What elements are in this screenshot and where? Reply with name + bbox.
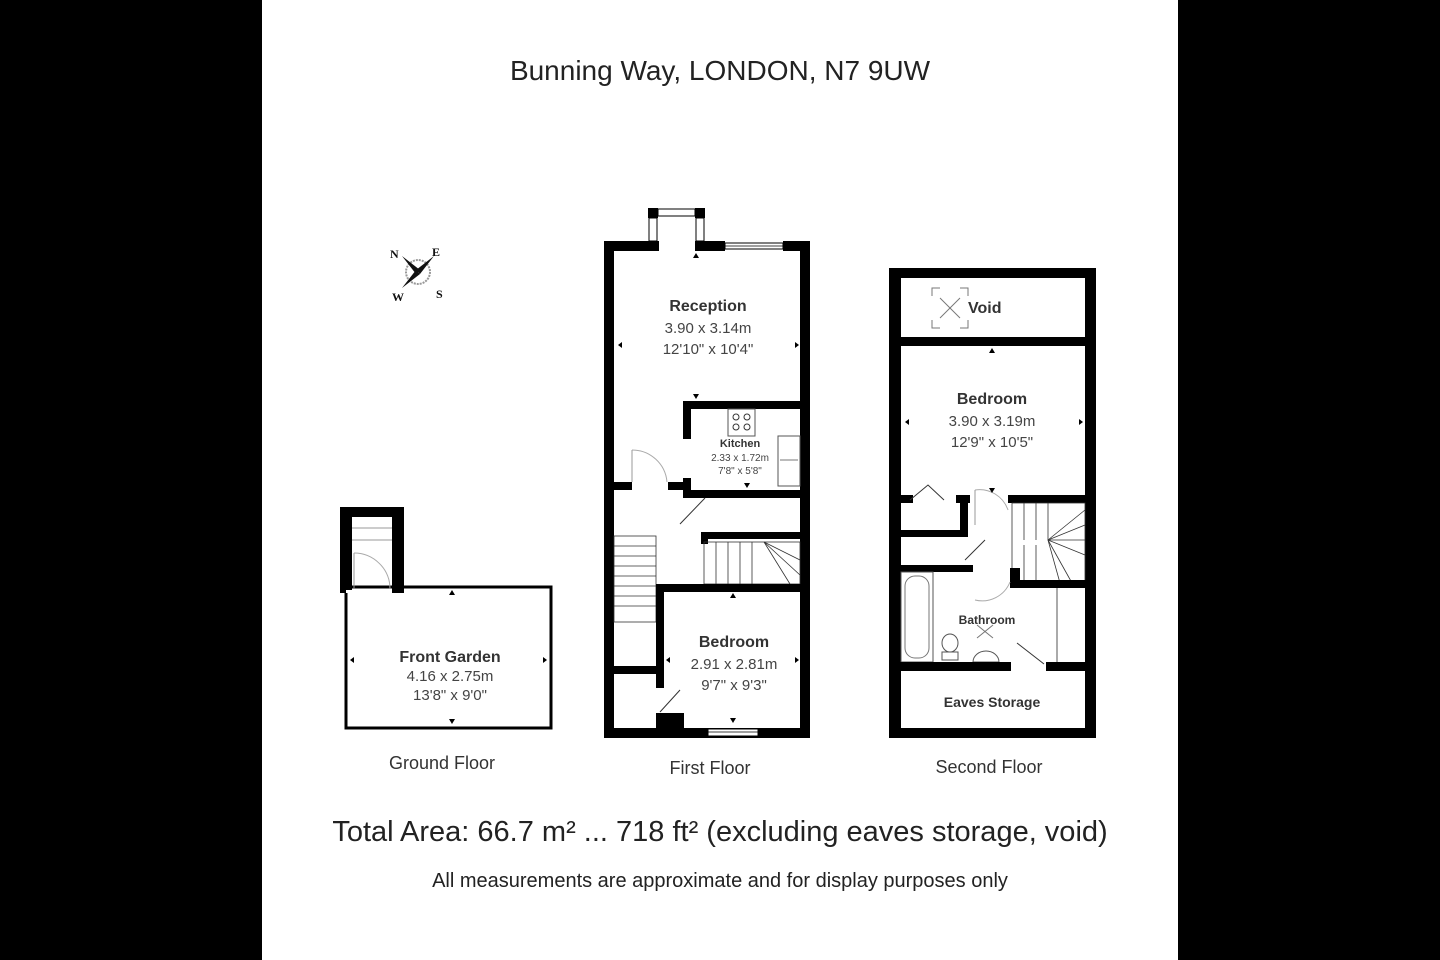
svg-text:W: W [392,290,404,304]
floor-plan-drawing: N E W S [340,208,1096,738]
compass-icon [402,256,434,288]
ground-floor-plan [340,507,553,730]
room-metric-second-bedroom: 3.90 x 3.19m [948,413,1036,430]
room-metric-front-garden: 4.16 x 2.75m [406,668,494,685]
room-imperial-front-garden: 13'8" x 9'0" [413,687,487,704]
floor-plan-sheet: N E W S [262,0,1178,960]
room-imperial-first-bedroom: 9'7" x 9'3" [701,677,767,694]
room-name-void: Void [968,300,1002,317]
room-name-first-bedroom: Bedroom [698,634,770,651]
room-name-front-garden: Front Garden [399,649,501,666]
room-imperial-kitchen: 7'8" x 5'8" [718,466,762,477]
floor-label-second: Second Floor [935,757,1043,777]
room-metric-first-bedroom: 2.91 x 2.81m [690,656,778,673]
second-floor-plan [889,268,1096,738]
floor-label-first: First Floor [669,758,751,778]
room-name-bathroom: Bathroom [958,613,1016,627]
room-name-reception: Reception [669,298,747,315]
room-imperial-second-bedroom: 12'9" x 10'5" [950,434,1034,451]
svg-text:N: N [390,247,399,261]
room-imperial-reception: 12'10" x 10'4" [662,341,754,358]
room-name-second-bedroom: Bedroom [956,391,1028,408]
svg-text:S: S [436,287,443,301]
page-title: Bunning Way, LONDON, N7 9UW [509,55,931,86]
room-name-kitchen: Kitchen [719,438,761,450]
disclaimer: All measurements are approximate and for… [432,870,1008,892]
room-metric-reception: 3.90 x 3.14m [664,320,752,337]
total-area: Total Area: 66.7 m² ... 718 ft² (excludi… [332,816,1108,848]
svg-text:E: E [432,245,440,259]
room-name-eaves-storage: Eaves Storage [943,694,1041,710]
room-metric-kitchen: 2.33 x 1.72m [711,453,769,464]
floor-label-ground: Ground Floor [388,753,496,773]
first-floor-plan [604,208,810,738]
